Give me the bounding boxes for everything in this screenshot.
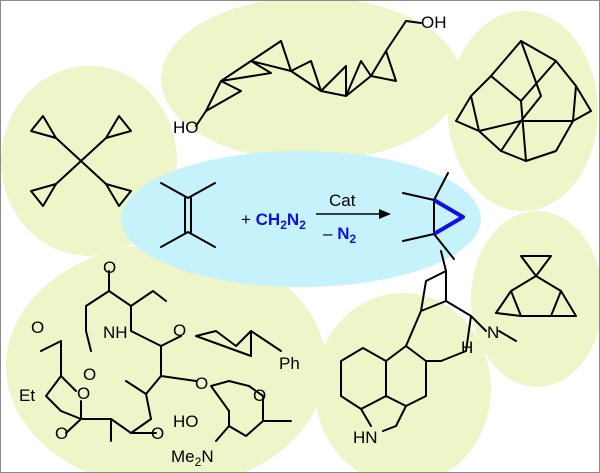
spiro-triangulane-structure — [195, 20, 422, 127]
macrolide-glycoside-o: O — [195, 374, 208, 393]
spiro-hydroxyl-right: OH — [421, 13, 447, 32]
blob-macrolide — [6, 244, 326, 472]
macrolide-ether-o: O — [173, 321, 186, 340]
sugar-dimethylamino: Me2N — [171, 447, 214, 469]
macrolide-ketone-o-bottom: O — [151, 424, 164, 443]
ergoline-h: H — [461, 338, 473, 357]
macrolide-o-bridge: O — [31, 318, 44, 337]
ergoline-indole-nh: HN — [353, 428, 378, 447]
macrolide-lactone-o: O — [77, 384, 90, 403]
ergoline-structure — [340, 250, 517, 432]
sugar-ring-o: O — [253, 386, 266, 405]
blob-triangulane — [471, 211, 599, 387]
macrolide-et: Et — [19, 386, 35, 405]
macrolide-ester-carbonyl-o: O — [55, 424, 68, 443]
triangulane-structure — [495, 255, 577, 317]
macrolide-structure — [40, 270, 292, 442]
cyclopropane-product — [402, 172, 465, 260]
ergoline-n: N — [487, 323, 499, 342]
alkene-structure — [160, 182, 216, 248]
catalyst-label: Cat — [329, 191, 356, 210]
macrolide-ketone-o: O — [103, 258, 116, 277]
blob-spiro — [161, 1, 461, 161]
macrolide-nh: NH — [103, 323, 128, 342]
arrow-head — [379, 209, 391, 219]
sugar-hydroxyl: HO — [173, 412, 199, 431]
macrolide-amide-o: O — [83, 365, 96, 384]
byproduct-label: – N2 — [323, 224, 356, 246]
blob-ergoline — [315, 293, 491, 472]
macrolide-ph: Ph — [279, 354, 300, 373]
blob-cage — [448, 11, 598, 211]
tetracyclopropylmethane-structure — [30, 115, 132, 207]
cage-hydrocarbon-structure — [455, 40, 592, 162]
diazomethane-reagent: + CH2N2 — [241, 210, 306, 232]
spiro-hydroxyl-left: HO — [173, 118, 199, 137]
